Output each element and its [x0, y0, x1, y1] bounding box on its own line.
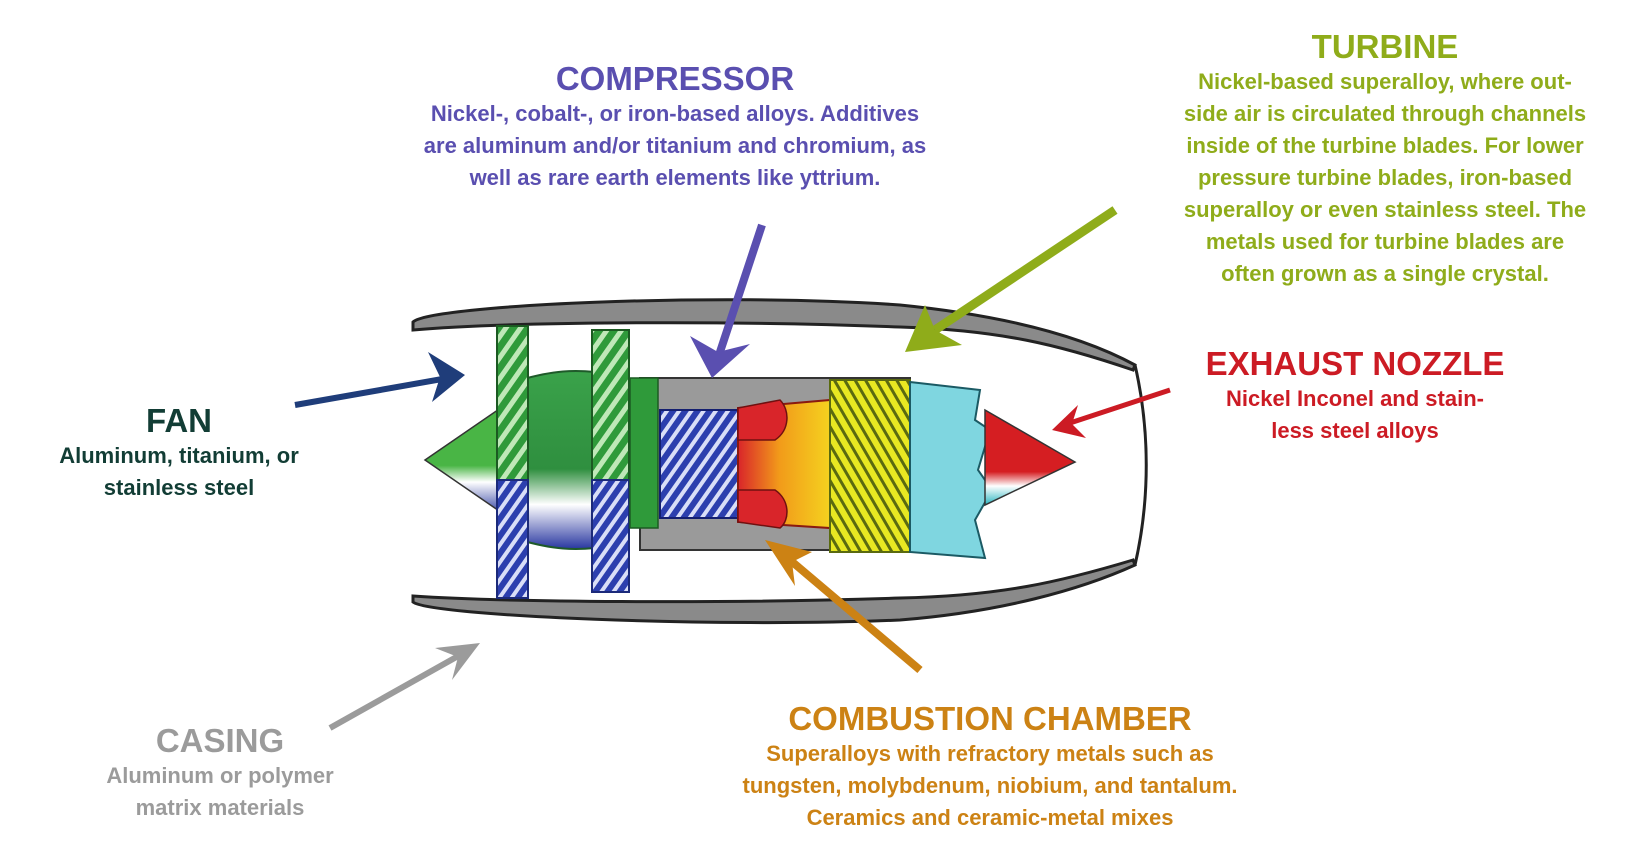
combustion-upper-red — [737, 399, 788, 441]
turbine-desc-line: superalloy or even stainless steel. The — [1183, 197, 1587, 222]
turbine-label: TURBINE Nickel-based superalloy, where o… — [1130, 28, 1640, 290]
casing-rear — [1133, 364, 1148, 566]
turbine-desc-line: side air is circulated through channels — [1183, 101, 1587, 126]
compressor-desc-line: are aluminum and/or titanium and chromiu… — [423, 133, 927, 158]
exhaust-cone — [984, 408, 1077, 507]
exhaust-desc-line: Nickel Inconel and stain- — [1226, 386, 1484, 411]
combustion-desc-line: Superalloys with refractory metals such … — [766, 741, 1214, 766]
fan-spool — [519, 369, 596, 551]
turbine-arrow — [905, 206, 1118, 352]
turbine-stages — [829, 379, 911, 553]
compressor-desc-line: well as rare earth elements like yttrium… — [469, 165, 881, 190]
combustion-arrow — [765, 540, 923, 674]
compressor-arrow — [690, 223, 766, 378]
exhaust-title: EXHAUST NOZZLE — [1205, 345, 1505, 382]
casing-title: CASING — [155, 722, 285, 759]
turbine-desc-line: pressure turbine blades, iron-based — [1197, 165, 1573, 190]
combustion-lower-red — [737, 489, 788, 529]
combustion-title: COMBUSTION CHAMBER — [788, 700, 1192, 737]
fan-label: FAN Aluminum, titanium, or stainless ste… — [14, 402, 344, 504]
turbine-desc-line: inside of the turbine blades. For lower — [1186, 133, 1584, 158]
turbine-desc-line: metals used for turbine blades are — [1205, 229, 1565, 254]
exhaust-nozzle-label: EXHAUST NOZZLE Nickel Inconel and stain-… — [1170, 345, 1540, 447]
compressor-stages — [659, 409, 741, 519]
casing-bottom — [411, 558, 1137, 625]
turbine-desc-line: often grown as a single crystal. — [1221, 261, 1549, 286]
casing-desc-line: matrix materials — [135, 795, 305, 820]
fan-blade-rear-lower — [591, 479, 630, 593]
compressor-title: COMPRESSOR — [555, 60, 795, 97]
fan-blade-front-lower — [496, 479, 529, 599]
exhaust-arrow — [1052, 387, 1171, 438]
combustion-desc-line: tungsten, molybdenum, niobium, and tanta… — [742, 773, 1238, 798]
fan-desc-line: stainless steel — [103, 475, 255, 500]
fan-green-block — [629, 377, 659, 529]
compressor-desc-line: Nickel-, cobalt-, or iron-based alloys. … — [430, 101, 920, 126]
combustion-chamber-label: COMBUSTION CHAMBER Superalloys with refr… — [680, 700, 1300, 834]
casing-desc-line: Aluminum or polymer — [106, 763, 334, 788]
turbine-title: TURBINE — [1311, 28, 1459, 65]
compressor-label: COMPRESSOR Nickel-, cobalt-, or iron-bas… — [355, 60, 995, 194]
fan-title: FAN — [146, 402, 212, 439]
exhaust-vanes — [909, 380, 994, 560]
fan-arrow — [294, 352, 465, 408]
turbine-desc-line: Nickel-based superalloy, where out- — [1198, 69, 1572, 94]
casing-arrow — [328, 643, 480, 731]
combustion-desc-line: Ceramics and ceramic-metal mixes — [806, 805, 1174, 830]
fan-desc-line: Aluminum, titanium, or — [59, 443, 299, 468]
casing-label: CASING Aluminum or polymer matrix materi… — [60, 722, 380, 824]
exhaust-desc-line: less steel alloys — [1271, 418, 1439, 443]
fan-nose-cone — [423, 403, 506, 517]
